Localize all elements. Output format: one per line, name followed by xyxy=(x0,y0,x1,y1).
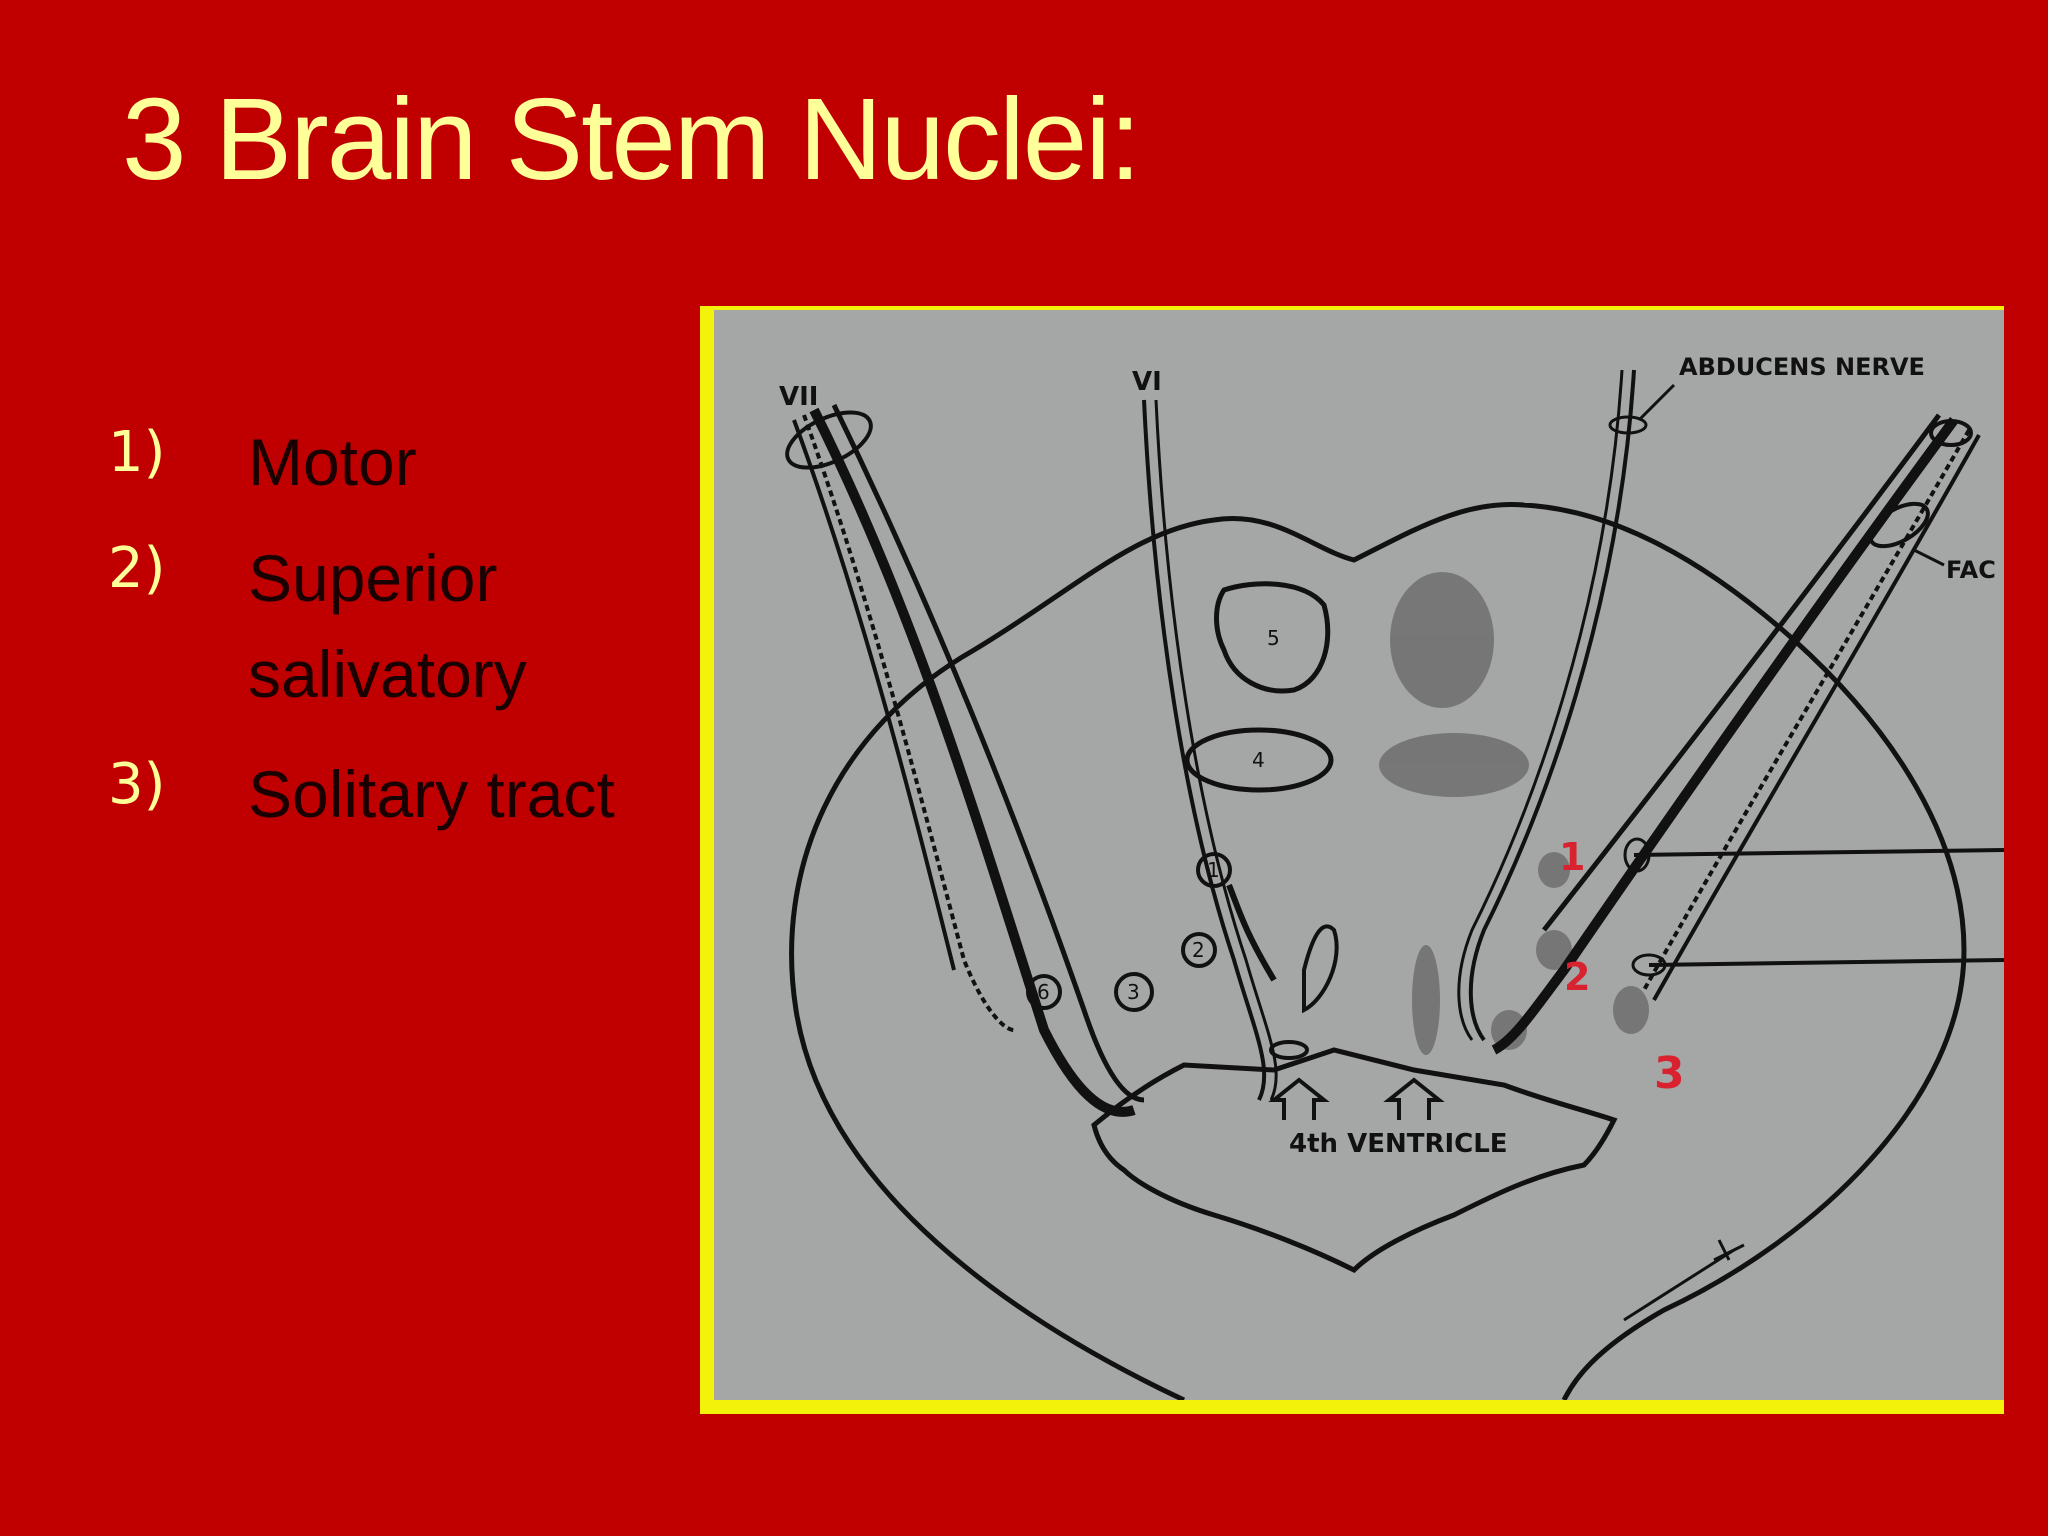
right-shaded-nuclei xyxy=(1379,572,1649,1055)
list-number: 1) xyxy=(108,420,166,485)
nerve-vii-label: VII xyxy=(779,382,818,412)
list-number: 3) xyxy=(108,752,166,817)
nerve-vi-label: VI xyxy=(1132,367,1162,397)
list-text: Solitary tract xyxy=(248,757,615,831)
brainstem-cross-section: 4th VENTRICLE VII VI 1 2 3 4 5 6 xyxy=(779,353,2004,1400)
ventricle-arrows xyxy=(1268,1077,1445,1120)
red-number-3: 3 xyxy=(1654,1048,1685,1099)
lower-right-arrow xyxy=(1623,1239,1745,1322)
ventricle-label: 4th VENTRICLE xyxy=(1289,1129,1508,1159)
right-facial-nerve xyxy=(1491,413,1981,1055)
left-facial-nerve xyxy=(785,403,1145,1117)
list-text: Motor xyxy=(248,425,417,499)
circled-5: 5 xyxy=(1267,626,1280,650)
brainstem-outline xyxy=(789,501,1967,1400)
left-abducens-nerve xyxy=(1142,399,1267,1101)
brainstem-diagram: 4th VENTRICLE VII VI 1 2 3 4 5 6 xyxy=(700,306,2004,1414)
abducens-nerve-label: ABDUCENS NERVE xyxy=(1679,353,1925,381)
facial-nerve-partial-label: FAC xyxy=(1946,556,1996,584)
circled-1: 1 xyxy=(1207,858,1220,882)
circled-4: 4 xyxy=(1252,748,1265,772)
circled-2: 2 xyxy=(1192,938,1205,962)
fourth-ventricle-outline xyxy=(1091,1047,1618,1274)
circled-numbers: 1 2 3 4 5 6 xyxy=(1026,626,1280,1012)
nucleus-4-outline xyxy=(1184,727,1334,793)
nucleus-5-outline xyxy=(1214,581,1331,694)
small-oval xyxy=(1302,924,1339,1014)
slide-title: 3 Brain Stem Nuclei: xyxy=(122,74,1141,204)
red-number-2: 2 xyxy=(1564,955,1590,999)
circled-6: 6 xyxy=(1037,980,1050,1004)
list-number: 2) xyxy=(108,536,166,601)
circled-3: 3 xyxy=(1127,980,1140,1004)
right-abducens-nerve xyxy=(1468,369,1636,1042)
red-number-1: 1 xyxy=(1559,835,1585,879)
